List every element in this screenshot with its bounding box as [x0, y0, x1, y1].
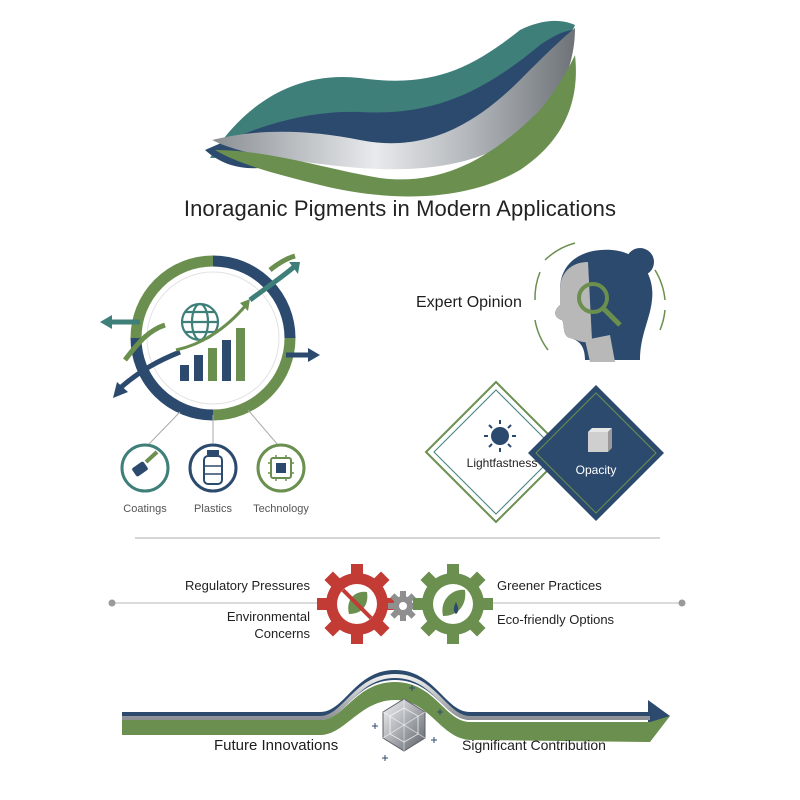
lightfastness-diamond — [424, 380, 568, 524]
plastics-bottle-icon — [188, 443, 238, 493]
cube-icon — [588, 428, 612, 452]
opacity-label: Opacity — [575, 463, 617, 477]
lightfastness-label: Lightfastness — [466, 456, 538, 470]
expert-opinion-label: Expert Opinion — [416, 294, 522, 311]
growth-bar-chart-icon — [175, 299, 250, 381]
technology-label: Technology — [253, 503, 309, 515]
coatings-label: Coatings — [123, 503, 167, 515]
significant-contribution-label: Significant Contribution — [462, 737, 606, 753]
coatings-icon — [120, 443, 170, 493]
environmental-concerns-label: Environmental Concerns — [226, 609, 310, 641]
greener-practices-label: Greener Practices — [497, 578, 602, 593]
future-innovations-label: Future Innovations — [214, 737, 339, 754]
crystal-gem-icon — [372, 685, 443, 761]
wave-ribbon-logo — [205, 20, 576, 197]
green-gear-leaf-icon — [413, 564, 493, 644]
applications-hub — [100, 253, 320, 446]
opacity-diamond — [528, 385, 664, 521]
globe-icon — [180, 302, 220, 342]
sun-icon — [484, 420, 516, 452]
gears-timeline-line — [108, 599, 686, 607]
plastics-label: Plastics — [194, 503, 232, 515]
expert-head-icon — [534, 242, 666, 362]
red-gear-no-leaf-icon — [317, 564, 397, 644]
page-title: Inoraganic Pigments in Modern Applicatio… — [183, 196, 617, 221]
future-arrow — [122, 670, 670, 742]
technology-chip-icon — [256, 443, 306, 493]
regulatory-pressures-label: Regulatory Pressures — [185, 578, 310, 593]
eco-friendly-options-label: Eco-friendly Options — [497, 612, 615, 627]
